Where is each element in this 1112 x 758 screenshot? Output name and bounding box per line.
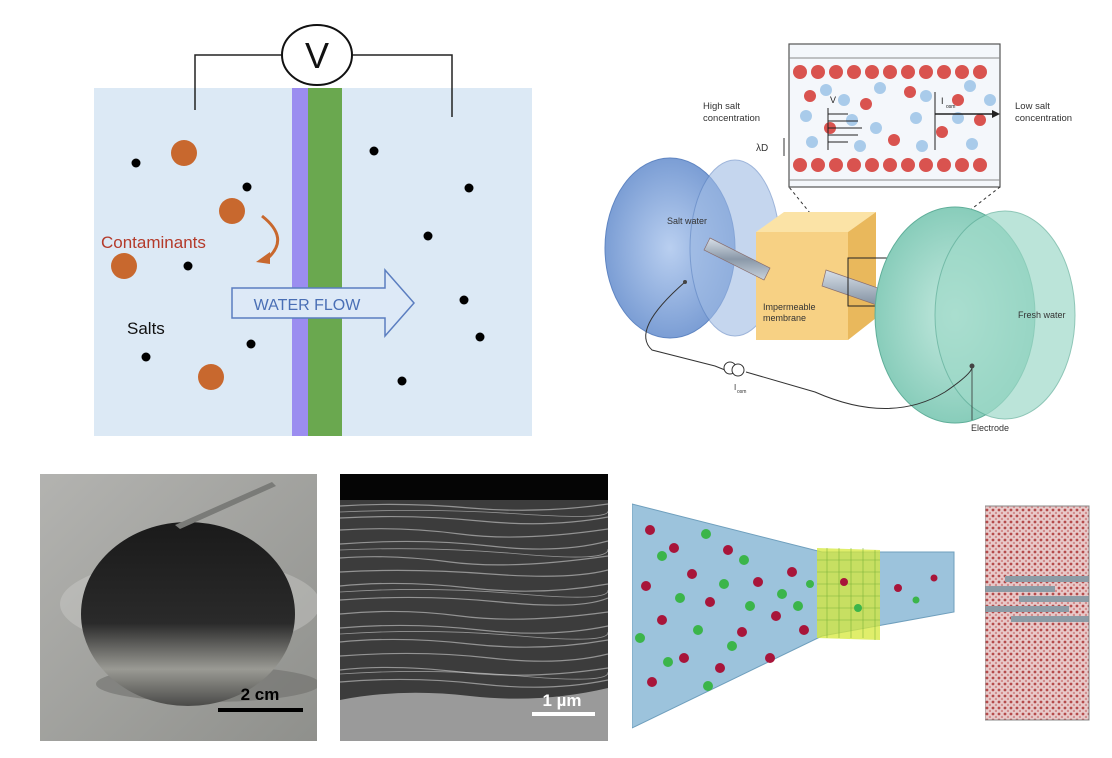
- tweezers-icon: [175, 482, 276, 529]
- contaminants-label: Contaminants: [101, 233, 206, 252]
- membrane-label-2: membrane: [763, 313, 806, 323]
- contaminant-particle: [219, 198, 245, 224]
- right-wire: [352, 54, 453, 117]
- voltmeter-label: V: [305, 35, 329, 76]
- velocity-profile: [827, 108, 862, 150]
- debye-length-label: λD: [756, 143, 768, 154]
- circuit-wire-right: [745, 367, 973, 409]
- sem-layers: [339, 503, 609, 688]
- membrane-photo-svg: 2 cm: [40, 474, 320, 741]
- circuit-wire-left: [645, 281, 726, 371]
- contaminant-particle: [198, 364, 224, 390]
- electrode-left: [683, 280, 687, 284]
- panel-membrane-schematic: V Contaminants Salts WATER FLOW: [0, 0, 560, 445]
- high-salt-label-2: concentration: [703, 113, 760, 124]
- ions-red: [641, 525, 938, 687]
- water-flow-arrow: [231, 268, 415, 338]
- salt-water-label: Salt water: [667, 216, 707, 226]
- sem-top-void: [340, 474, 608, 500]
- membrane-block-top: [756, 212, 876, 232]
- electrode-right: [969, 363, 975, 369]
- velocity-label: V: [830, 95, 836, 105]
- panel-membrane-photo: 2 cm: [40, 474, 320, 741]
- salt-particles: [131, 146, 485, 386]
- water-flow-label: WATER FLOW: [254, 297, 362, 314]
- osmotic-nanotube-svg: V I osm High salt concentration Low salt…: [604, 43, 1076, 433]
- contaminant-particle: [171, 140, 197, 166]
- scale-label: 2 cm: [241, 685, 280, 704]
- membrane-label-1: Impermeable: [763, 302, 816, 312]
- membrane-layer-purple: [292, 88, 308, 436]
- panel-md-simulation: [631, 490, 956, 730]
- contaminant-particles: [111, 140, 245, 390]
- electrode-label: Electrode: [971, 423, 1009, 433]
- contaminant-particle: [111, 253, 137, 279]
- membrane-schematic-svg: V Contaminants Salts WATER FLOW: [94, 24, 532, 436]
- low-salt-label: Low salt: [1015, 101, 1050, 112]
- panel-sem-cross-section: 1 µm: [339, 474, 609, 741]
- panel-layered-simulation: [984, 502, 1095, 725]
- left-wire: [194, 54, 282, 110]
- ions-green: [635, 529, 920, 691]
- membrane-slab: [817, 548, 880, 640]
- layered-simulation-svg: [984, 505, 1090, 721]
- low-salt-label-2: concentration: [1015, 113, 1072, 124]
- callout-line-left: [788, 186, 849, 261]
- salts-label: Salts: [127, 319, 165, 338]
- md-simulation-svg: [631, 503, 955, 729]
- voltmeter-icon: [281, 24, 353, 86]
- inset-current-subscript: osm: [946, 104, 955, 110]
- sem-scale-label: 1 µm: [542, 691, 581, 710]
- sem-image-svg: 1 µm: [339, 474, 609, 741]
- graphene-sheets: [985, 576, 1089, 622]
- high-salt-label: High salt: [703, 101, 740, 112]
- water-box: [631, 503, 955, 729]
- meter-current-subscript: osm: [737, 389, 746, 395]
- inset-ions: [789, 57, 1000, 181]
- fresh-water-label: Fresh water: [1018, 310, 1066, 320]
- water-molecules: [985, 506, 1089, 720]
- rejection-arrow: [261, 214, 279, 260]
- panel-osmotic-nanotube: V I osm High salt concentration Low salt…: [560, 0, 1112, 445]
- membrane-disc: [81, 522, 295, 706]
- osmotic-current-arrowhead: [992, 110, 1000, 118]
- inset-current-label: I: [941, 96, 944, 106]
- membrane-lattice: [817, 548, 880, 640]
- rejection-arrowhead: [256, 252, 270, 264]
- membrane-block-side: [848, 212, 876, 340]
- sem-substrate: [340, 688, 608, 741]
- ammeter-icon-2: [731, 363, 745, 377]
- simulation-box: [984, 505, 1090, 721]
- membrane-layer-green: [308, 88, 342, 436]
- meter-current-label: I: [734, 383, 736, 392]
